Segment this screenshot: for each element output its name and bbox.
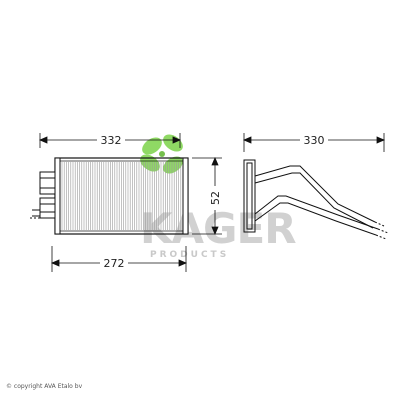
dimension-label-330: 330 — [304, 134, 325, 147]
watermark-brand: KAGER — [140, 204, 296, 253]
dimension-label-52: 52 — [209, 191, 222, 205]
copyright-text: © copyright AVA Etalo bv — [6, 383, 83, 390]
dimension-label-332: 332 — [101, 134, 122, 147]
dimension-bottom-width — [50, 246, 188, 272]
watermark-tagline: PRODUCTS — [150, 250, 229, 260]
label-bg — [100, 256, 128, 270]
heater-core-side-view — [243, 159, 389, 240]
heater-core-front-view — [30, 157, 189, 235]
inlet-outlet-pipes — [30, 171, 56, 219]
kager-watermark: KAGER PRODUCTS — [140, 134, 297, 260]
label-bg — [207, 186, 223, 210]
label-bg — [97, 132, 125, 146]
dimension-label-272: 272 — [104, 257, 125, 270]
label-bg — [300, 132, 328, 146]
radiator-fins — [61, 162, 182, 230]
